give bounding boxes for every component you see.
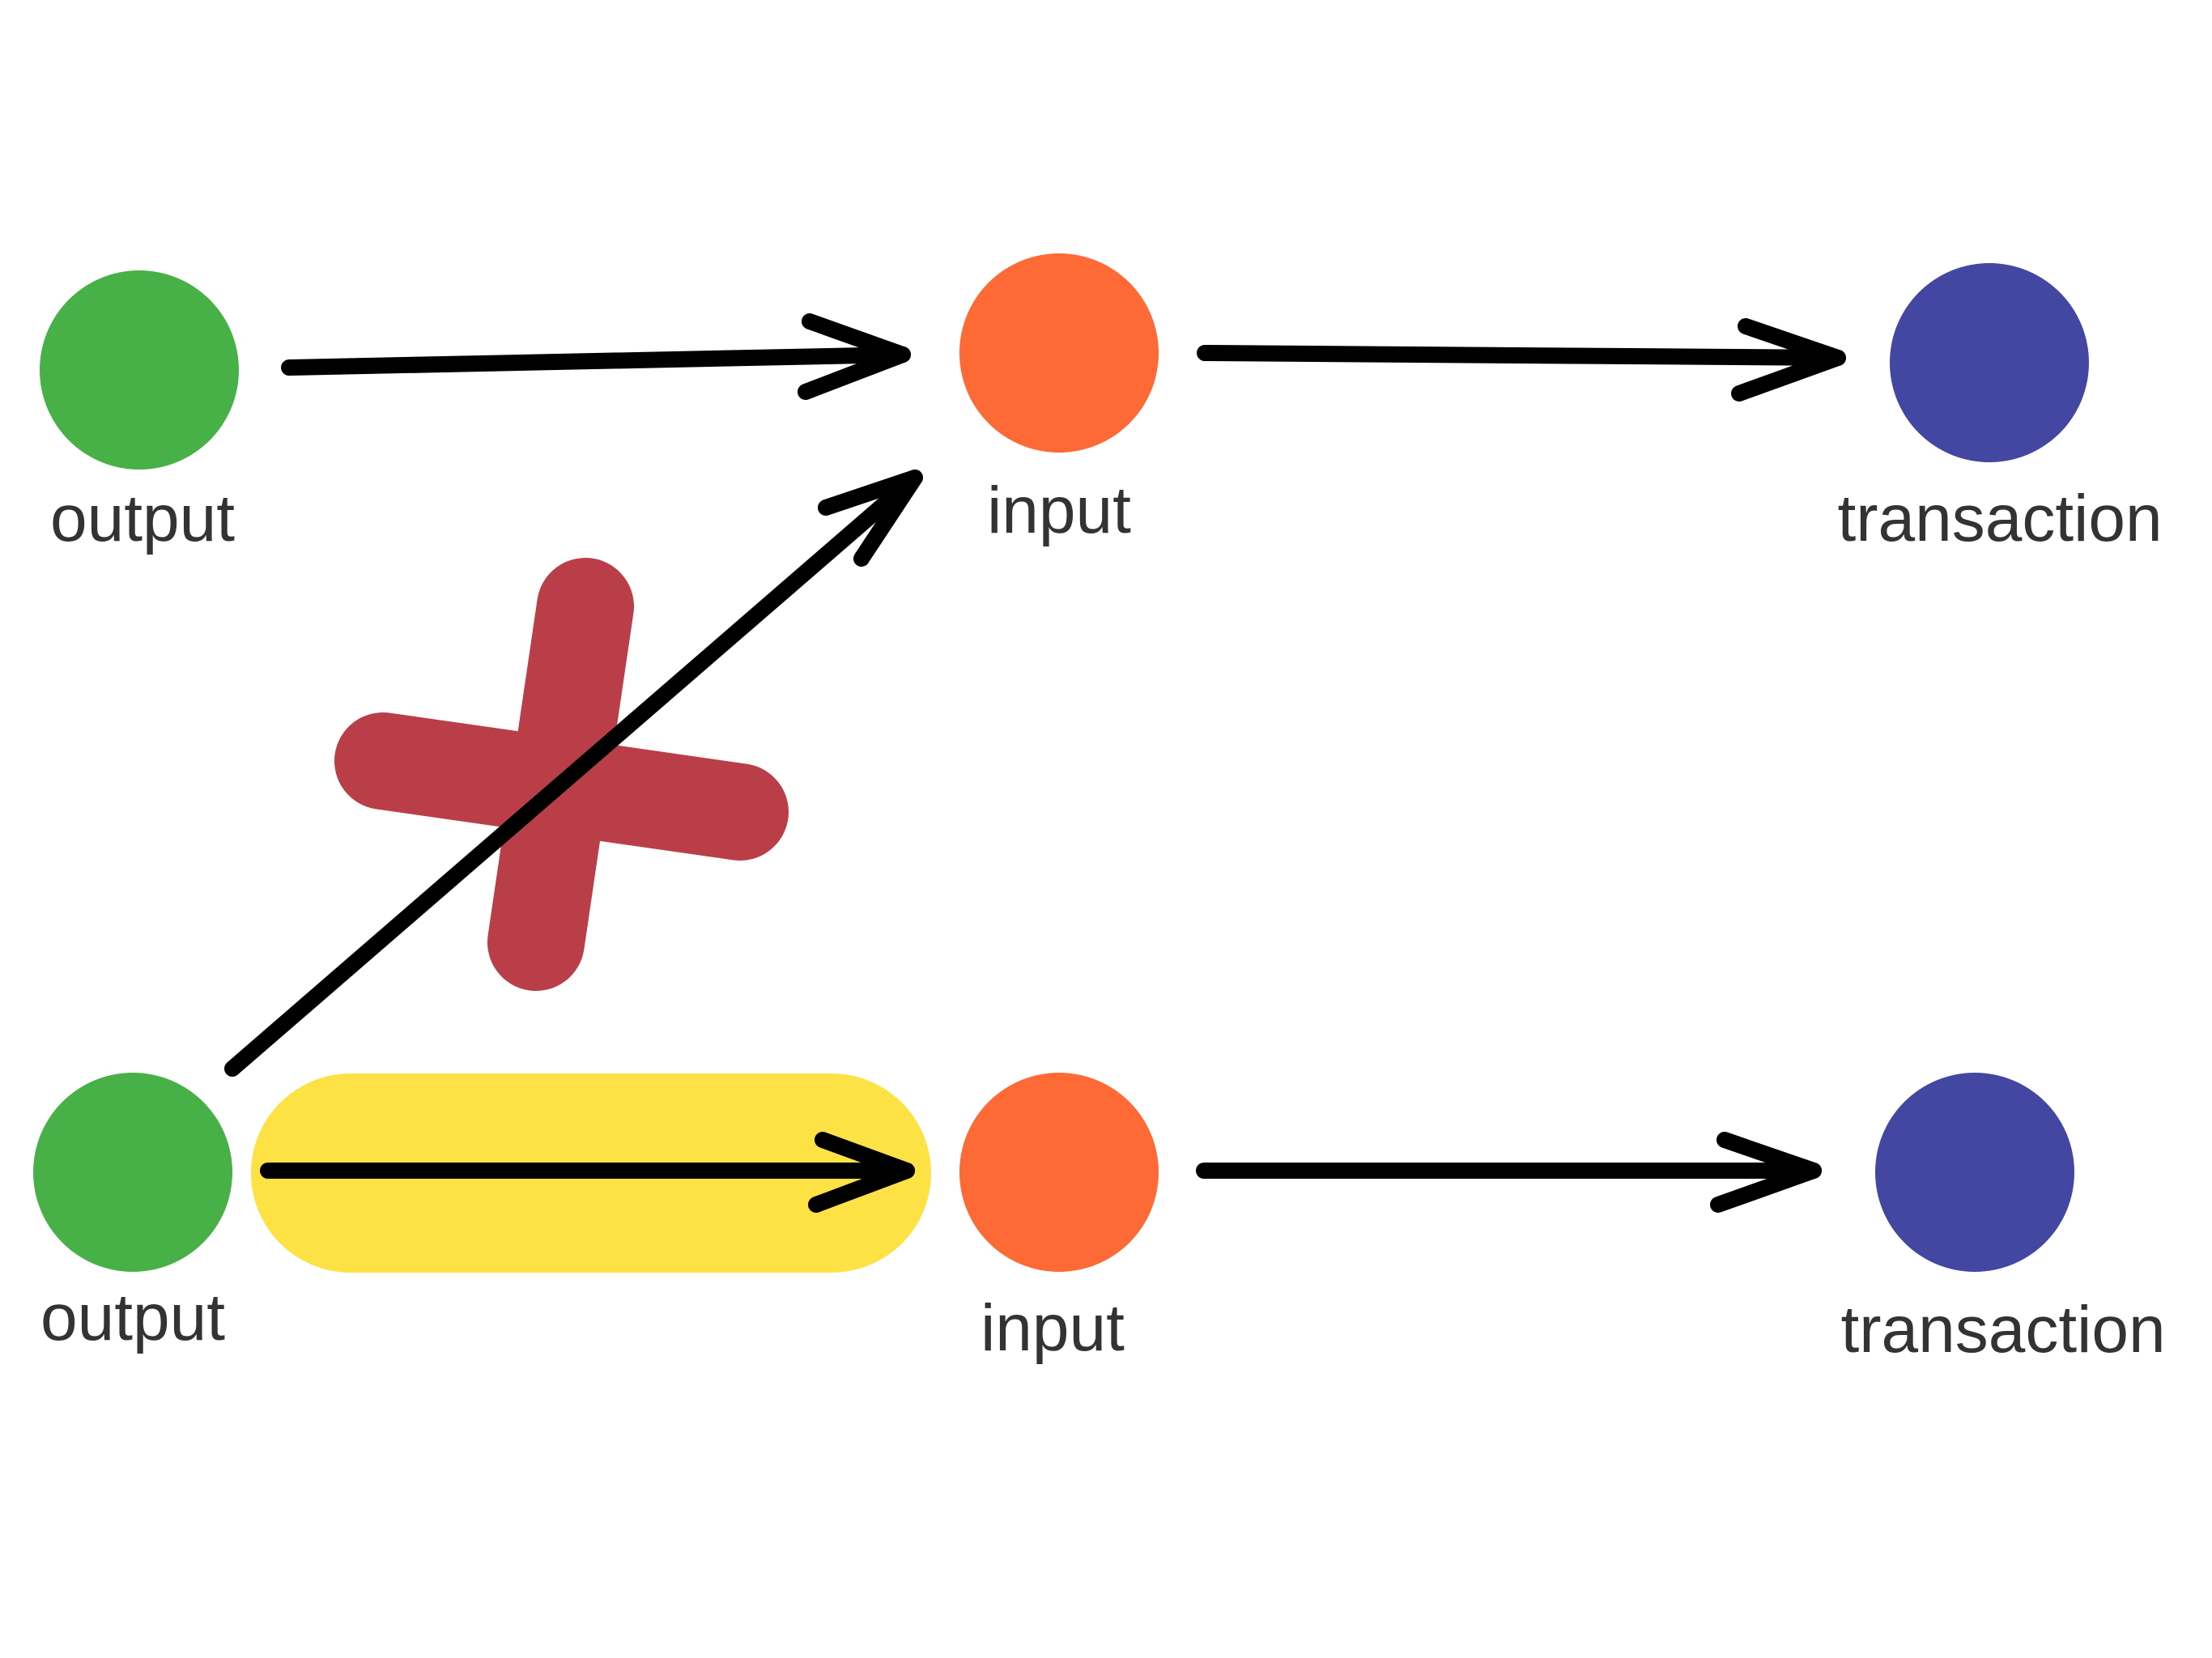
edge-input2-to-transaction2 <box>1196 1132 1822 1213</box>
arrow-shaft <box>1197 345 1846 366</box>
edge-input1-to-transaction1 <box>1197 318 1846 402</box>
arrowhead-icon <box>798 313 911 400</box>
transaction-node-1 <box>1890 263 2089 462</box>
output-node-2 <box>33 1073 232 1272</box>
arrowhead-icon <box>818 470 923 567</box>
arrow-shaft <box>281 346 911 376</box>
input-label-1: input <box>987 474 1131 547</box>
transaction-label-1: transaction <box>1837 482 2162 555</box>
input-node-1 <box>959 253 1159 453</box>
output-label-1: output <box>50 482 235 555</box>
arrowhead-icon <box>1710 1132 1822 1213</box>
input-node-2 <box>959 1073 1159 1272</box>
output-label-2: output <box>40 1281 225 1354</box>
arrowhead-icon <box>808 1132 915 1213</box>
transaction-label-2: transaction <box>1840 1293 2165 1367</box>
arrow-shaft <box>224 470 923 1077</box>
edge-output2-to-input1-crossed <box>224 470 923 1077</box>
transaction-node-2 <box>1875 1073 2074 1272</box>
edge-output2-to-input2-highlighted <box>260 1132 915 1213</box>
input-label-2: input <box>981 1291 1125 1365</box>
output-node-1 <box>40 270 239 470</box>
arrowhead-icon <box>1731 318 1846 402</box>
edge-output1-to-input1 <box>281 313 911 400</box>
